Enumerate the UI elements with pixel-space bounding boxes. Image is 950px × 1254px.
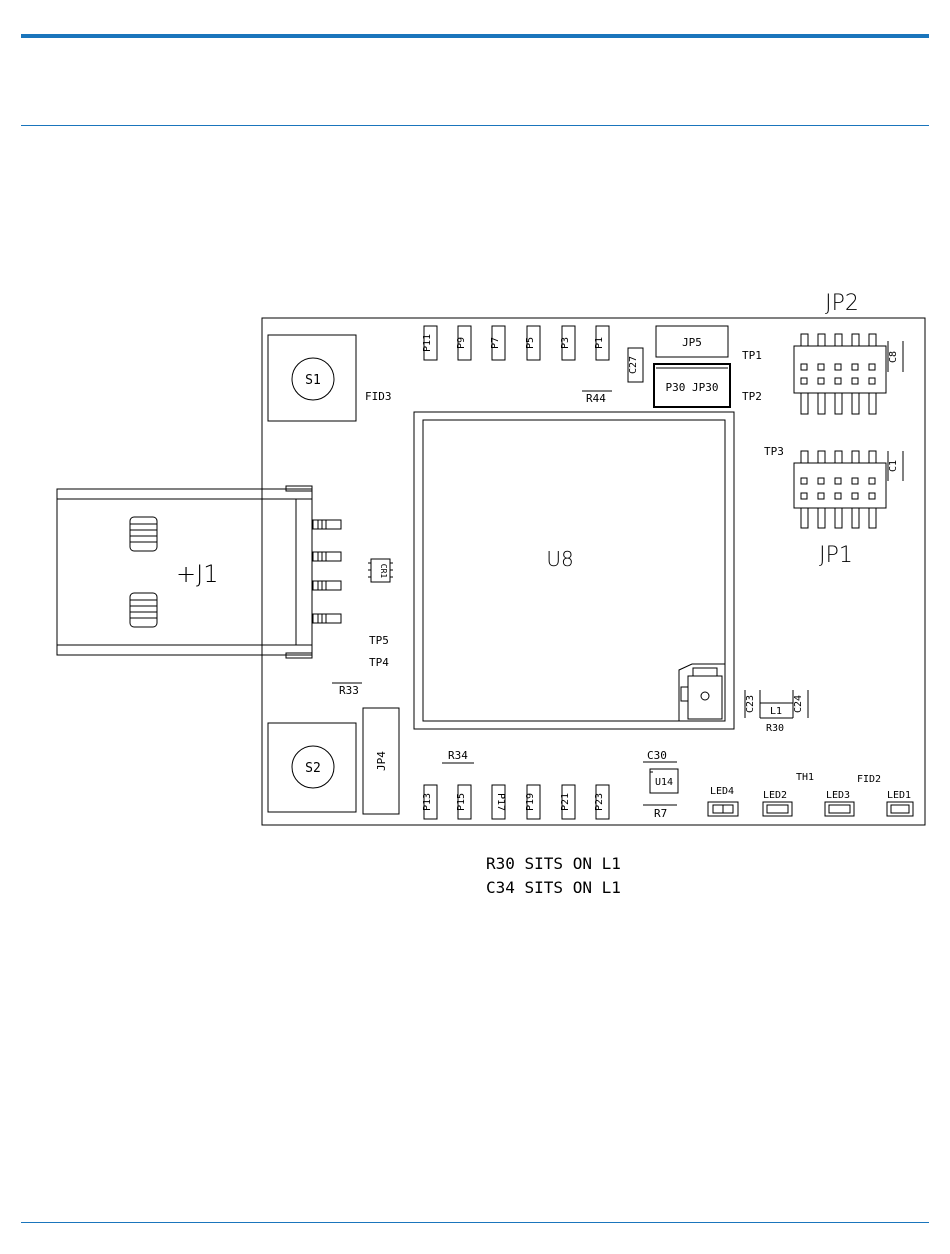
led1-label: LED1 xyxy=(887,790,911,801)
pad-p1: P1 xyxy=(594,337,605,349)
r34-label: R34 xyxy=(448,749,468,762)
c24-label: C24 xyxy=(793,695,804,713)
switch-s1: S1 xyxy=(268,335,356,421)
pad-p23: P23 xyxy=(594,793,605,811)
fid3-label: FID3 xyxy=(365,390,392,403)
r44-label: R44 xyxy=(586,392,606,405)
jp2-header xyxy=(794,334,886,414)
jp30-label: P30 JP30 xyxy=(666,381,719,394)
th1-label: TH1 xyxy=(796,772,814,783)
fid2-label: FID2 xyxy=(857,774,881,785)
switch-s1-label: S1 xyxy=(305,373,321,388)
pad-p17: P17 xyxy=(495,793,506,811)
u14-label: U14 xyxy=(655,777,673,788)
jp4-label: JP4 xyxy=(375,751,388,771)
note-line-1: R30 SITS ON L1 xyxy=(486,854,621,873)
note-line-2: C34 SITS ON L1 xyxy=(486,878,621,897)
pad-p5: P5 xyxy=(525,337,536,349)
jp5-label: JP5 xyxy=(682,336,702,349)
pad-p13: P13 xyxy=(422,793,433,811)
c30-label: C30 xyxy=(647,749,667,762)
led2-label: LED2 xyxy=(763,790,787,801)
jp1-label: JP1 xyxy=(819,543,853,568)
switch-s2: S2 xyxy=(268,723,356,812)
pad-p11: P11 xyxy=(422,334,433,352)
led3: LED3 xyxy=(825,790,854,816)
connector-j1-label: +J1 xyxy=(176,560,218,588)
r7-label: R7 xyxy=(654,807,667,820)
tp1-label: TP1 xyxy=(742,349,762,362)
u8-label: U8 xyxy=(546,547,573,571)
pad-p15: P15 xyxy=(456,793,467,811)
l1-label: L1 xyxy=(770,706,782,717)
tp3-label: TP3 xyxy=(764,445,784,458)
cr1-diode: CR1 xyxy=(368,559,393,582)
pad-p7: P7 xyxy=(490,337,501,349)
pad-p21: P21 xyxy=(560,793,571,811)
r30-label: R30 xyxy=(766,723,784,734)
r33-label: R33 xyxy=(339,684,359,697)
c1-label: C1 xyxy=(888,460,899,472)
pad-p9: P9 xyxy=(456,337,467,349)
led4: LED4 xyxy=(708,786,738,816)
top-pads: P11 P9 P7 P5 P3 P1 xyxy=(422,326,609,360)
led2: LED2 xyxy=(763,790,792,816)
switch-s2-label: S2 xyxy=(305,761,321,776)
c8-label: C8 xyxy=(888,351,899,363)
pad-p3: P3 xyxy=(560,337,571,349)
pad-p19: P19 xyxy=(525,793,536,811)
c27-label: C27 xyxy=(628,356,639,374)
tp2-label: TP2 xyxy=(742,390,762,403)
tp4-label: TP4 xyxy=(369,656,389,669)
u8-module: U8 xyxy=(414,412,734,729)
jp1-header xyxy=(794,451,886,528)
tp5-label: TP5 xyxy=(369,634,389,647)
c23-label: C23 xyxy=(745,695,756,713)
led1: LED1 xyxy=(887,790,913,816)
cr1-label: CR1 xyxy=(379,564,388,579)
bottom-pads: P13 P15 P17 P19 P21 P23 xyxy=(422,785,609,819)
jp2-label: JP2 xyxy=(825,291,859,316)
led3-label: LED3 xyxy=(826,790,850,801)
led4-label: LED4 xyxy=(710,786,734,797)
